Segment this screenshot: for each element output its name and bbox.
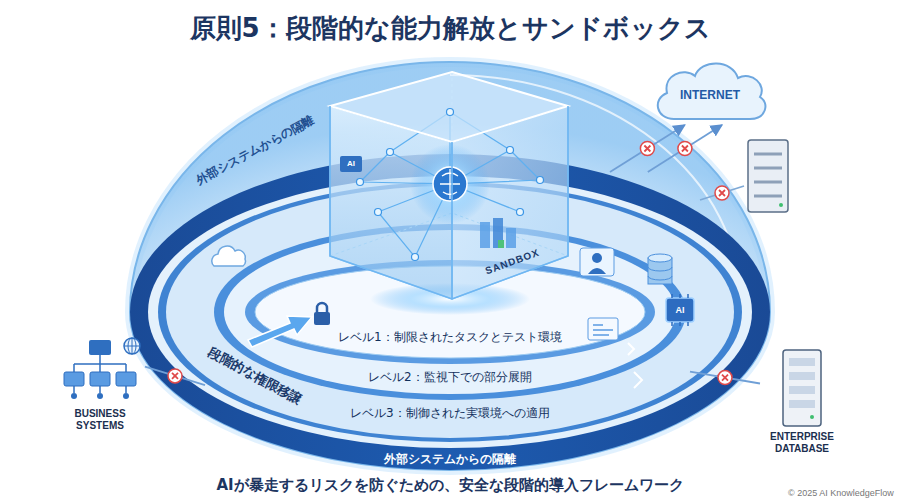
ai-badge: AI [347, 159, 355, 169]
connector-group [648, 125, 722, 172]
system-label: ENTERPRISE DATABASE [760, 431, 844, 455]
cube-shape [330, 72, 568, 299]
cube-edge [330, 106, 568, 299]
flow-chevron [634, 372, 642, 388]
cube-edge [330, 72, 568, 256]
network-node [537, 177, 544, 184]
ai-chip [666, 298, 694, 322]
id-card [593, 325, 613, 335]
cloud-outline [658, 63, 766, 119]
database-server [789, 386, 815, 394]
business-icon [116, 372, 136, 386]
blocked-mark [640, 142, 654, 156]
connector-group [690, 371, 760, 385]
blocked-mark [168, 369, 182, 383]
city-building [480, 222, 490, 248]
blocked-mark [715, 186, 729, 200]
connector-group [145, 367, 205, 385]
blocked-mark [678, 142, 692, 156]
globe-icon [124, 338, 140, 354]
connector [648, 125, 722, 172]
network-node [412, 254, 419, 261]
blocked-mark [644, 146, 650, 152]
connector [610, 125, 685, 172]
blocked-mark [719, 190, 725, 196]
database-server [789, 358, 815, 366]
person-icon [592, 253, 602, 263]
level-label: レベル3：制御された実環境への適用 [350, 406, 550, 420]
network-node [447, 109, 454, 116]
title: 原則5：段階的な能力解放とサンドボックス [190, 13, 711, 44]
business-icon [71, 393, 77, 399]
isolation-dome-shell [130, 62, 770, 470]
business-icon [97, 393, 103, 399]
id-card [588, 318, 618, 340]
internet-cloud: INTERNET [650, 55, 770, 125]
business-icon [89, 340, 111, 355]
cube-face [330, 72, 568, 142]
network-node [357, 179, 364, 186]
blocked-mark [172, 373, 178, 379]
connector [145, 367, 205, 385]
business-systems: BUSINESS SYSTEMS [55, 336, 145, 432]
blocked-mark [640, 142, 654, 156]
server-led [810, 415, 814, 419]
blocked-mark [718, 371, 732, 385]
level-label: レベル2：監視下での部分展開 [368, 370, 532, 384]
enterprise-database: ENTERPRISE DATABASE [760, 345, 844, 455]
transfer-arrow [248, 316, 312, 347]
ai-chip [672, 294, 688, 326]
server-led [779, 203, 783, 207]
database-stack [648, 254, 672, 262]
blocked-mark [678, 142, 692, 156]
globe-icon [124, 338, 140, 354]
database-stack [648, 267, 672, 280]
brain-icon [440, 169, 460, 199]
level-label: レベル1：制限されたタスクとテスト環境 [338, 330, 562, 344]
business-icon [64, 372, 84, 386]
blocked-mark [168, 369, 182, 383]
blocked-mark [682, 146, 688, 152]
cloud-label: INTERNET [680, 88, 740, 102]
ai-panel [340, 156, 362, 172]
sandbox-cube: SANDBOX [330, 72, 568, 299]
database-server [783, 350, 821, 426]
city-building [506, 228, 516, 248]
watermark: © 2025 AI KnowledgeFlow [788, 488, 894, 499]
dome-glow [130, 62, 770, 470]
lock-icon [317, 303, 327, 312]
network-node [387, 149, 394, 156]
business-icon [90, 372, 110, 386]
blocked-mark [718, 371, 732, 385]
network-node [375, 209, 382, 216]
server-icon [754, 154, 782, 196]
brain-icon [433, 167, 467, 201]
person-icon [588, 268, 606, 274]
cloud-icon [212, 246, 246, 266]
server-icon [748, 140, 788, 212]
city-building [498, 240, 504, 248]
ai-badge: AI [676, 305, 685, 316]
person-card [580, 248, 614, 276]
blocked-mark [722, 375, 728, 381]
business-icon [123, 393, 129, 399]
isolation-label: 外部システムからの隔離 [384, 452, 516, 466]
network-node [507, 147, 514, 154]
flow-chevron [628, 343, 634, 355]
city-building [493, 218, 503, 248]
database-server [789, 400, 815, 408]
caption: AIが暴走するリスクを防ぐための、安全な段階的導入フレームワーク [217, 476, 684, 494]
outer-ring [130, 154, 770, 470]
system-label: BUSINESS SYSTEMS [55, 408, 145, 432]
database-server [789, 372, 815, 380]
lock-icon [314, 312, 330, 325]
connector-group [610, 125, 685, 172]
blocked-link [700, 186, 744, 200]
network-node [517, 209, 524, 216]
isolation-dome: 外部システムからの隔離外部システムからの隔離SANDBOX [205, 172, 690, 470]
